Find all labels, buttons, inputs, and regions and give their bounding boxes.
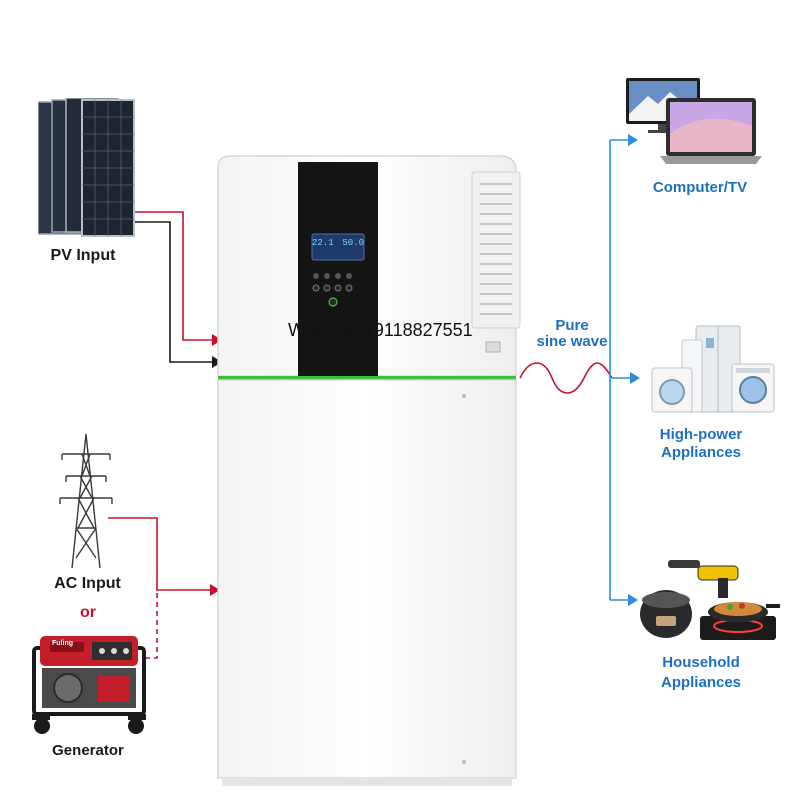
lcd-right-reading: 50.0 <box>342 238 364 248</box>
watermark: WAP+86 19118827551 <box>288 320 473 340</box>
pv-input-label: PV Input <box>50 247 116 264</box>
output-arrow-mid <box>630 372 640 384</box>
pv-negative-arrow <box>212 356 222 368</box>
high-power-appliances-label: High-power Appliances <box>636 426 766 462</box>
computer-tv-label: Computer/TV <box>652 179 748 196</box>
pv-positive-arrow <box>212 334 222 346</box>
pv-negative-wire <box>130 221 212 363</box>
kitchen-appliances-icon <box>640 560 780 640</box>
sine-wave <box>519 362 613 394</box>
lcd-left-reading: 22.1 <box>312 238 334 248</box>
generator-icon <box>32 636 146 734</box>
pure-sine-wave-label: Pure sine wave <box>532 318 612 350</box>
output-arrow-bottom <box>628 594 638 606</box>
power-tower-icon <box>59 433 113 569</box>
home-appliances-icon <box>651 325 775 413</box>
pv-positive-wire <box>130 211 212 341</box>
appliances-label-1: Appliances <box>660 444 742 461</box>
ac-input-label: AC Input <box>54 575 121 592</box>
generator-brand-badge: Fuling <box>52 640 73 647</box>
sine-wave-label: sine wave <box>536 333 608 350</box>
or-label: or <box>80 604 96 621</box>
output-arrow-top <box>628 134 638 146</box>
ac-input-arrow <box>210 584 220 596</box>
high-power-label: High-power <box>659 426 743 443</box>
solar-panel-icon <box>38 98 135 237</box>
ac-input-wire <box>108 517 210 591</box>
lcd-display: 22.1 50.0 <box>312 238 364 248</box>
generator-label: Generator <box>52 742 124 759</box>
household-label: Household <box>662 654 740 671</box>
generator-wire <box>145 590 158 659</box>
appliances-label-2: Appliances <box>660 674 742 691</box>
household-appliances-label: Household Appliances <box>636 653 766 693</box>
inverter-battery-unit <box>217 155 521 786</box>
monitor-laptop-icon <box>626 78 762 164</box>
pure-label: Pure <box>555 317 589 334</box>
